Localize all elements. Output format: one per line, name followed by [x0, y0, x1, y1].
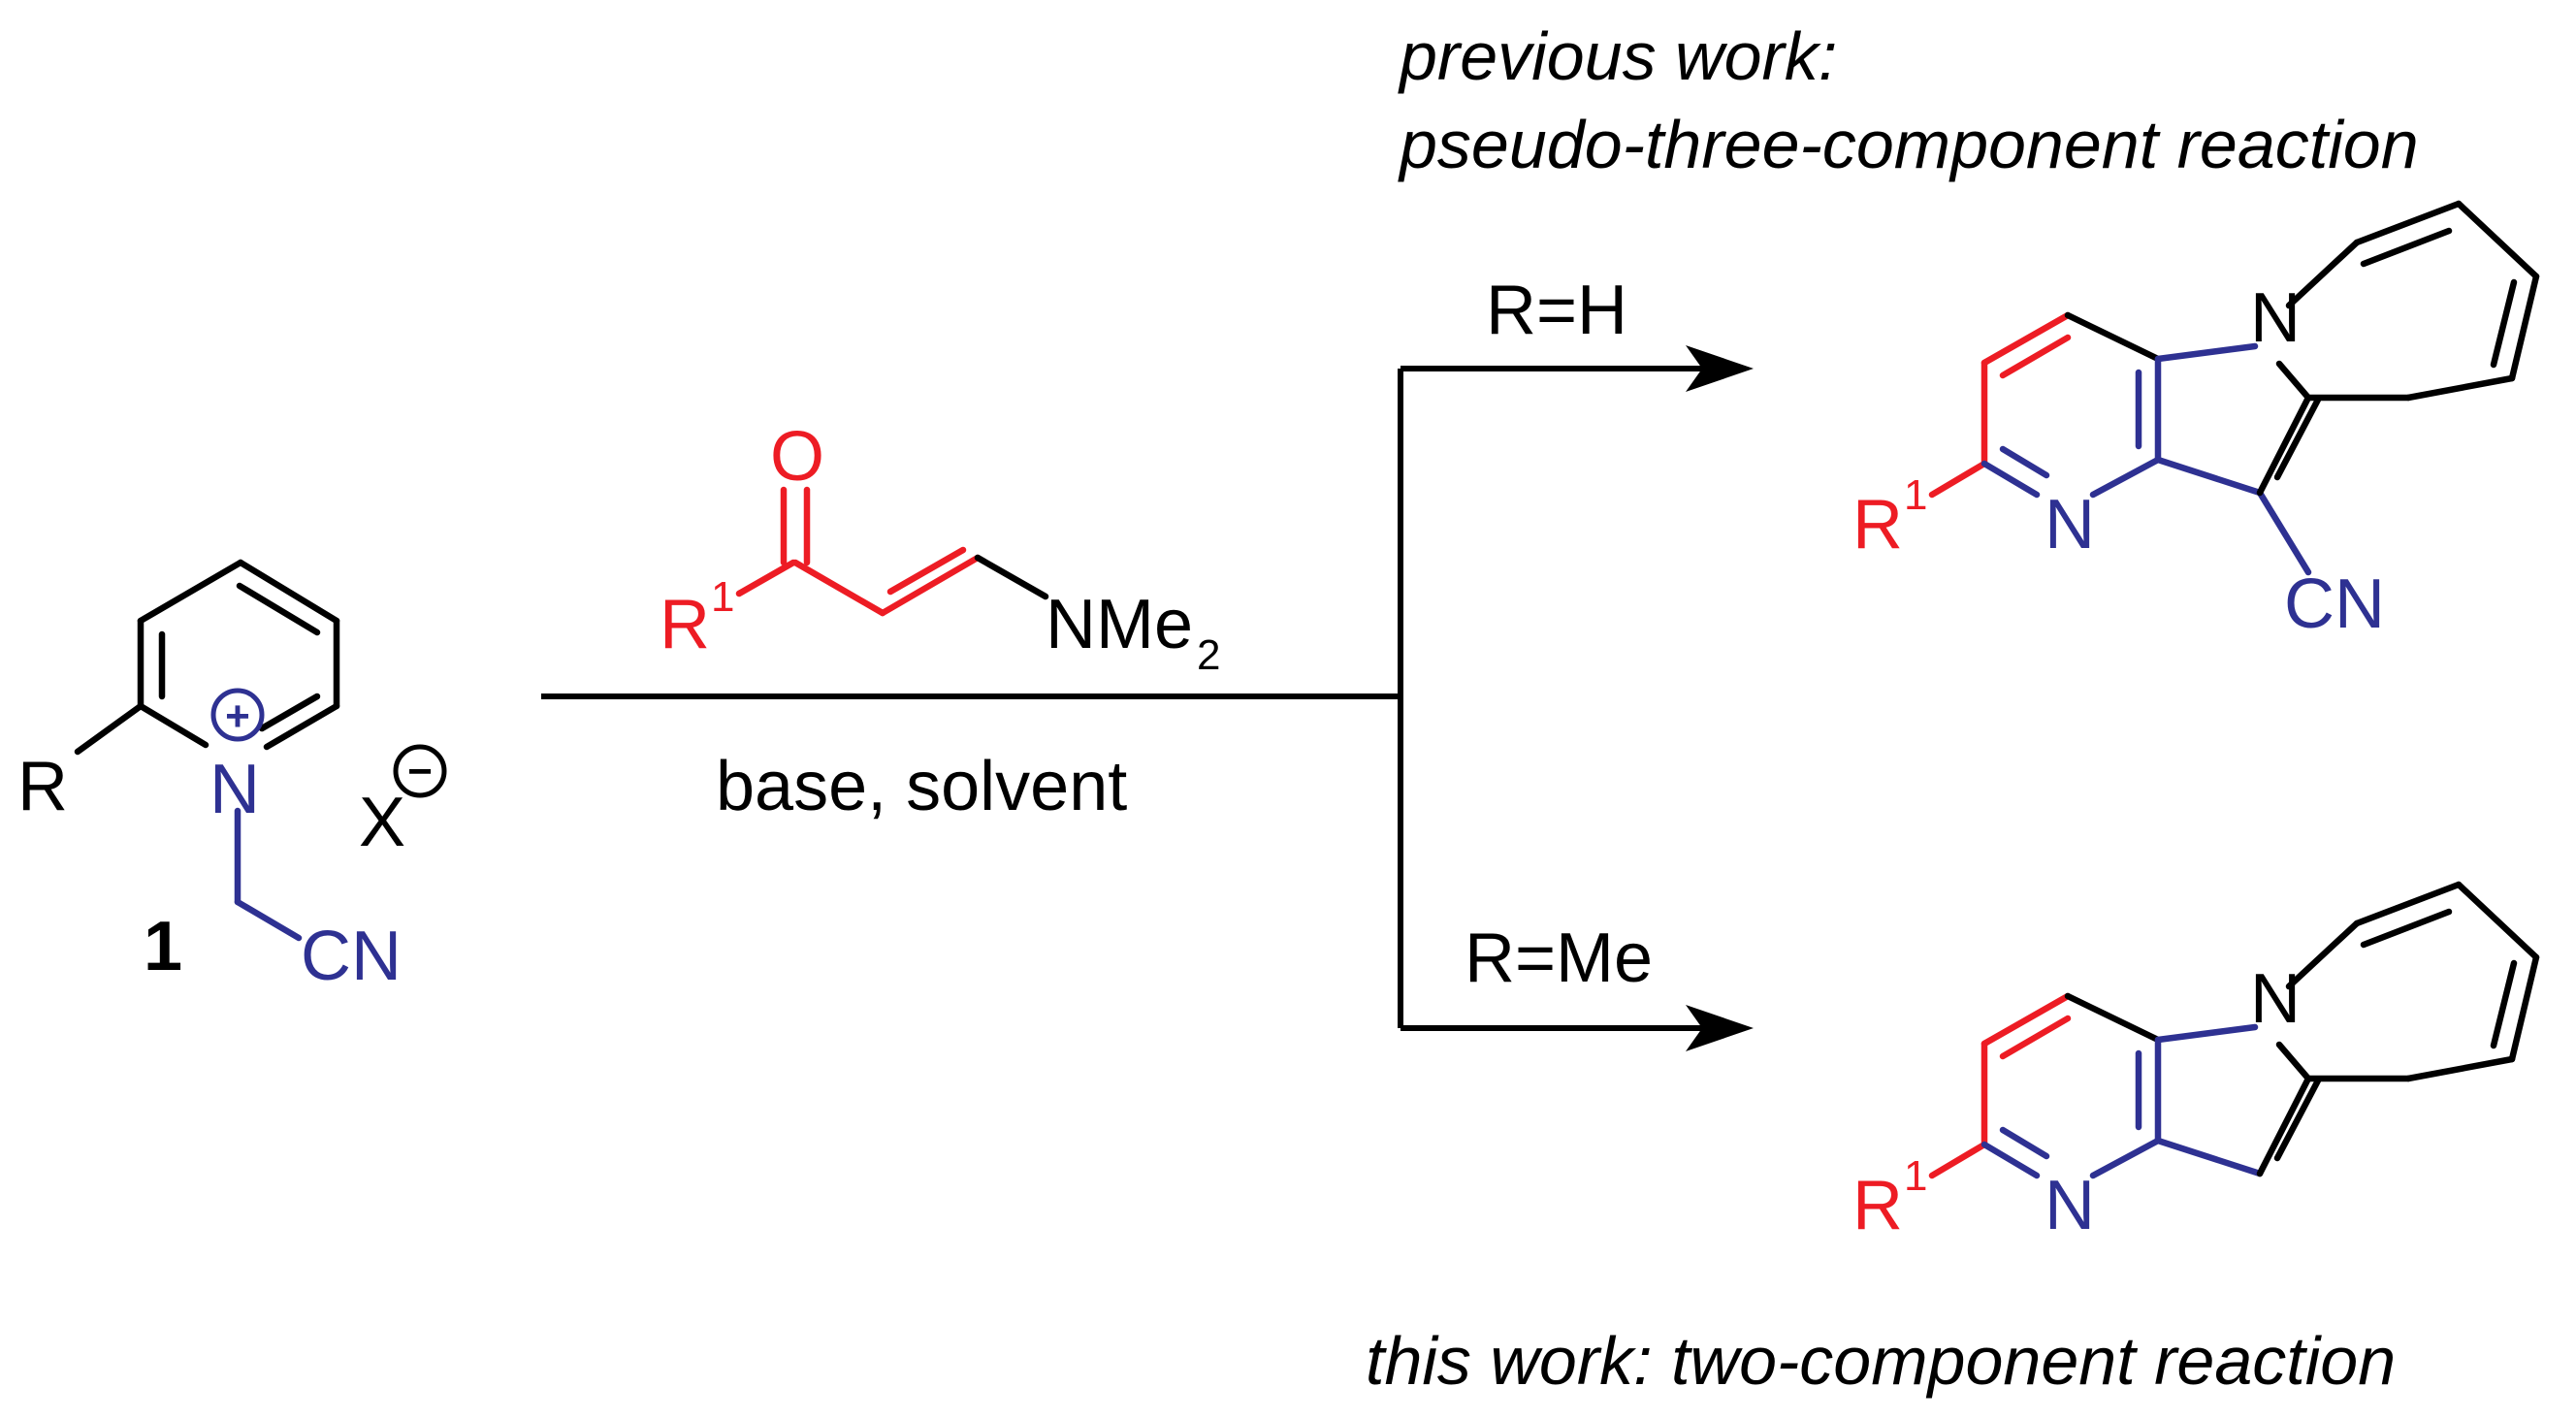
ring-bond: [2353, 200, 2463, 246]
bottom-condition-label: R=Me: [1465, 919, 1653, 997]
bottom-product-r-sup: 1: [1904, 1152, 1927, 1200]
ring-double-bond: [2490, 278, 2518, 369]
ring-bond: [2404, 1055, 2516, 1082]
compound-number: 1: [144, 908, 182, 985]
previous-work-caption-2: pseudo-three-component reaction: [1398, 107, 2419, 182]
c-n-double-bond: [1999, 1126, 2050, 1160]
cn-label: CN: [301, 918, 402, 995]
c-nind-bond: [2154, 1023, 2259, 1044]
n-c-bond: [2285, 239, 2361, 309]
ring-double-bond: [2490, 959, 2518, 1049]
reaction-arrow: [541, 366, 1707, 1031]
r-bond: [74, 702, 145, 756]
c-n-double-bond: [1999, 445, 2050, 479]
n-label: N: [209, 751, 260, 828]
c-ch-bond: [2154, 1137, 2264, 1177]
r1-bond: [1928, 1141, 1988, 1179]
bottom-product-r-label: R: [1852, 1167, 1903, 1244]
ring-bond: [2064, 992, 2162, 1044]
r-label: R: [17, 748, 68, 825]
top-arrowhead: [1686, 345, 1754, 392]
n-bond: [974, 554, 1049, 600]
minus-charge-circle: [393, 744, 447, 798]
cn-bond: [2256, 489, 2312, 576]
this-work-caption: this work: two-component reaction: [1366, 1323, 2396, 1399]
ring-double-bond: [258, 693, 321, 732]
cn-bond: [234, 898, 303, 942]
ring-double-bond: [2360, 908, 2453, 949]
r1-bond: [735, 559, 797, 597]
n-c-bond: [2285, 919, 2361, 990]
ring-bond: [2353, 881, 2463, 927]
ring-bond: [263, 702, 340, 751]
reagent-r-label: R: [660, 586, 710, 663]
starting-material-1: [74, 559, 447, 942]
top-product-n-pyridine: N: [2045, 486, 2095, 564]
previous-work-caption-1: previous work:: [1398, 18, 1837, 94]
ring-bond: [2404, 374, 2516, 402]
counterion-label: X: [359, 784, 405, 861]
reagent-r-sup: 1: [711, 573, 734, 621]
n-c-bond: [2089, 456, 2162, 499]
c-c-bond: [2256, 394, 2312, 497]
reagent-nme-sub: 2: [1197, 631, 1220, 679]
c-nind-bond: [2154, 342, 2259, 363]
minus-charge-sign: −: [407, 748, 433, 795]
bottom-product-n-pyridine: N: [2045, 1167, 2095, 1244]
c-c-double-bond: [2273, 1077, 2322, 1162]
alkene-bond: [879, 554, 982, 617]
ring-bond: [2508, 953, 2540, 1063]
c-n-bond: [1980, 1141, 2041, 1179]
c-c-bond: [2256, 1075, 2312, 1177]
red-double-bond: [1999, 1015, 2072, 1060]
ring-bond: [2064, 311, 2162, 363]
conditions-label: base, solvent: [716, 748, 1127, 825]
reagent-o-label: O: [770, 418, 824, 496]
bottom-arrowhead: [1686, 1005, 1754, 1051]
ring-double-bond: [236, 582, 321, 636]
ring-bond: [2508, 273, 2540, 382]
plus-charge-circle: [210, 688, 265, 742]
top-condition-label: R=H: [1486, 272, 1627, 349]
ring-bond: [237, 559, 340, 625]
top-product-cn-label: CN: [2284, 565, 2385, 643]
ring-bond: [2455, 200, 2540, 280]
c-c-bond: [791, 559, 886, 617]
c-n-bond: [2275, 360, 2312, 402]
red-bond: [1980, 992, 2072, 1048]
alkene-double-bond: [886, 546, 967, 596]
n-c-bond: [2089, 1137, 2162, 1179]
r1-bond: [1928, 460, 1988, 499]
top-product-n-indolizine: N: [2250, 279, 2301, 357]
ring-double-bond: [2360, 227, 2453, 268]
ring-bond: [137, 702, 209, 749]
c-n-bond: [2275, 1041, 2312, 1082]
red-bond: [1980, 311, 2072, 367]
bottom-product: [1928, 881, 2540, 1179]
top-product-r-label: R: [1852, 486, 1903, 564]
ring-bond: [137, 559, 244, 625]
red-double-bond: [1999, 334, 2072, 379]
c-c-double-bond: [2273, 396, 2322, 481]
top-product: [1928, 200, 2540, 576]
bottom-product-n-indolizine: N: [2250, 960, 2301, 1038]
enaminone-reagent: [735, 486, 1049, 617]
plus-charge-sign: +: [225, 693, 250, 740]
ring-bond: [2455, 881, 2540, 961]
reagent-nme-label: NMe: [1046, 586, 1193, 663]
c-n-bond: [1980, 460, 2041, 499]
c-c-cn-bond: [2154, 456, 2264, 497]
top-product-r-sup: 1: [1904, 471, 1927, 519]
